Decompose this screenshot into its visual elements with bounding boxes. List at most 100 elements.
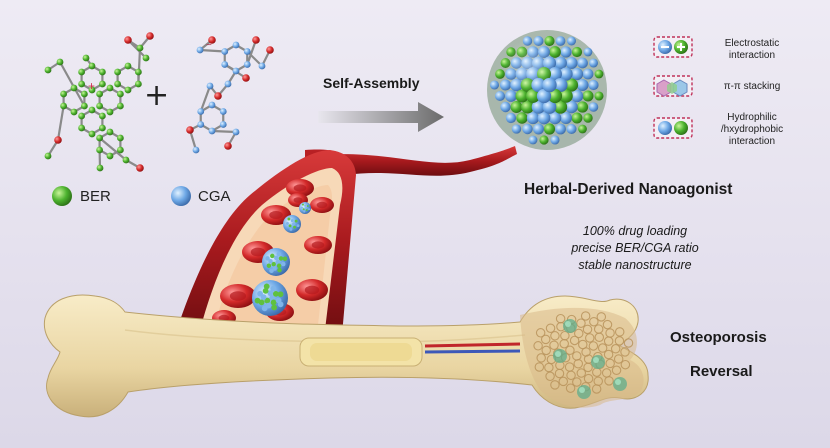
hydrophobic-interaction-icon (653, 117, 693, 139)
ber-atom (82, 54, 90, 62)
small-nanoparticle-bead (294, 219, 298, 223)
ber-atom (142, 54, 150, 62)
ber-atom (80, 90, 88, 98)
cga-atom (221, 61, 229, 68)
small-nanoparticle-bead (278, 256, 284, 261)
small-nanoparticle-bead (271, 261, 276, 267)
nanoparticle-bead (570, 89, 584, 103)
trabecula (588, 341, 599, 351)
feature-ratio: precise BER/CGA ratio (571, 241, 699, 255)
ber-atom (78, 124, 86, 132)
outcome-line1: Osteoporosis (670, 329, 767, 346)
electrostatic-icon (653, 36, 693, 58)
nanoparticle-bead (547, 88, 563, 104)
nanoparticle-bead (537, 111, 551, 125)
bone-nanoparticle-highlight (555, 351, 561, 357)
ber-legend-label: BER (80, 188, 111, 205)
feature-drug-loading: 100% drug loading (582, 224, 688, 238)
trabecula (602, 319, 613, 330)
trabecula (569, 335, 580, 346)
ber-atom (70, 108, 78, 116)
small-nanoparticle-bead (306, 205, 309, 208)
nanoparticle-bead (495, 69, 505, 79)
ber-atom (96, 134, 104, 142)
small-nanoparticle-bead (265, 256, 270, 261)
cga-atom (219, 121, 227, 128)
nanoparticle-bead (550, 135, 560, 145)
nanoparticle-bead (528, 135, 538, 145)
cga-atom (266, 46, 274, 54)
nanoparticle-bead (578, 124, 587, 134)
nanoparticle-bead (539, 135, 549, 145)
ber-atom (96, 90, 104, 98)
ber-atom (106, 152, 114, 160)
trabecula (611, 365, 622, 376)
trabecula (605, 328, 615, 338)
trabecula (535, 328, 546, 338)
trabecula (589, 316, 599, 327)
hydrophobic-label: Hydrophilic /hxydrophobic interaction (720, 112, 784, 147)
nanoparticle-bead (526, 89, 540, 103)
trabecula (534, 362, 545, 372)
trabecula (614, 327, 625, 337)
nanoparticle-bead (594, 69, 604, 79)
nanoparticle-bead (564, 78, 579, 92)
small-nanoparticle-bead (305, 209, 308, 212)
small-nanoparticle-bead (276, 263, 282, 269)
nanoparticle-bead (582, 68, 594, 80)
bone-nanoparticle-highlight (565, 321, 571, 327)
ber-atom (136, 44, 144, 52)
trabecula (550, 380, 560, 390)
small-nanoparticle-bead (268, 259, 273, 264)
ber-atom (124, 62, 132, 70)
small-nanoparticle-bead (290, 219, 294, 223)
trabecula (560, 330, 570, 341)
ber-atom (98, 112, 106, 120)
trabecula (550, 331, 560, 341)
trabecula (574, 328, 584, 339)
red-blood-cell-center (311, 241, 325, 249)
ber-atom (44, 152, 52, 160)
ber-atom (114, 68, 122, 76)
trabecula (566, 370, 576, 381)
nanoparticle-bead (570, 67, 584, 81)
small-nanoparticle-bead (286, 221, 289, 225)
cga-atom (214, 92, 222, 100)
blood-vessel (175, 146, 517, 335)
trabecula (583, 362, 593, 373)
nanoparticle-bead (505, 90, 517, 102)
small-nanoparticle (299, 202, 311, 214)
ber-atom (88, 106, 96, 114)
small-nanoparticle-bead (289, 227, 293, 231)
ber-molecule: + (44, 32, 154, 172)
cga-atom (242, 74, 250, 82)
nanoparticle-bead (588, 102, 599, 112)
bone-nanoparticle-highlight (615, 379, 621, 385)
cga-atom (232, 41, 240, 49)
nanoparticle-bead (500, 101, 511, 113)
small-nanoparticle-bead (277, 291, 284, 298)
ber-atom (96, 146, 104, 154)
nanoparticle-bead (594, 91, 604, 101)
nanoparticle-bead (554, 56, 567, 70)
small-nanoparticle-bead (304, 204, 307, 207)
small-nanoparticle-bead (270, 299, 277, 306)
small-nanoparticle-bead (263, 283, 270, 290)
small-nanoparticle-bead (257, 290, 263, 297)
small-nanoparticle-bead (271, 304, 278, 311)
product-title: Herbal-Derived Nanoagonist (524, 181, 733, 198)
nanoparticle-bead (565, 100, 578, 114)
ber-atom (116, 134, 124, 142)
nanoparticle-bead (582, 90, 594, 102)
ber-atom (124, 36, 132, 44)
trabecula (591, 384, 602, 394)
trabecula (620, 347, 630, 357)
trabecula (605, 358, 615, 369)
ber-charge: + (88, 79, 95, 93)
cga-atom (243, 61, 251, 68)
trabecula (585, 333, 595, 343)
nanoparticle-bead (555, 36, 566, 46)
small-nanoparticle-bead (303, 210, 306, 213)
nanoparticle-bead (511, 124, 522, 134)
cga-atom (224, 80, 232, 88)
